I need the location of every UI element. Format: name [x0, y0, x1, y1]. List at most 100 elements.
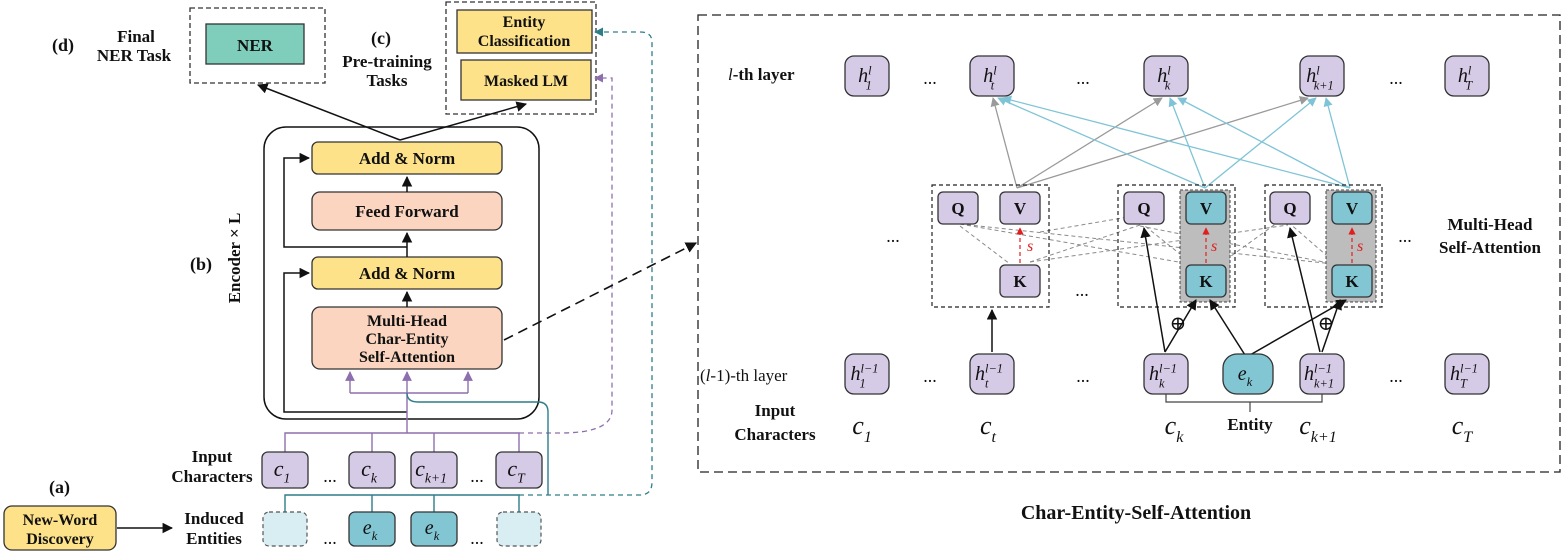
induced-entity-placeholder-right [496, 511, 542, 547]
new-word-discovery-box [3, 505, 117, 551]
right-char-label-3: ck+1 [1299, 411, 1337, 446]
bottom-node-box-1 [969, 353, 1015, 395]
arrow-v1-to-hk1 [1016, 96, 1309, 189]
ellipsis-top-3: ... [1389, 68, 1403, 88]
left-char-box-2 [410, 451, 458, 489]
ellipsis-heads-left: ... [886, 226, 900, 246]
new-word-discovery-line1: New-Word [23, 512, 98, 529]
right-char-label-1: ct [980, 411, 997, 446]
ellipsis-heads-right: ... [1398, 226, 1412, 246]
final-ner-label-line2: NER Task [97, 46, 172, 65]
attention-label-line1: Multi-Head [367, 313, 447, 330]
top-node-box-4 [1444, 55, 1490, 97]
bottom-node-box-5 [1444, 353, 1490, 395]
left-char-box-0 [261, 451, 309, 489]
input-characters-line2: Characters [171, 467, 253, 486]
ellipsis-entities-1: ... [323, 528, 337, 548]
final-ner-dashed-box [189, 7, 326, 84]
residual-connection-bottom [283, 267, 407, 413]
feed-forward-label: Feed Forward [355, 202, 459, 221]
left-panel: (d) Final NER Task NER (c) Pre-training … [3, 1, 653, 551]
arrow-v2-to-ht [997, 97, 1206, 189]
arrow-v3-to-hk [1177, 97, 1351, 189]
label-c: (c) [371, 28, 391, 49]
ellipsis-bottom-1: ... [923, 366, 937, 386]
head-group-t [931, 184, 1050, 308]
induced-entities-line1: Induced [184, 509, 244, 528]
left-char-label-2: ck+1 [415, 456, 447, 486]
attention-label-line3: Self-Attention [359, 349, 455, 366]
figure-caption: Char-Entity-Self-Attention [1021, 502, 1251, 524]
label-a: (a) [49, 477, 70, 498]
k-label-k: K [1199, 272, 1213, 291]
induced-entity-box-0 [348, 511, 396, 547]
add-norm-top-label: Add & Norm [359, 149, 455, 168]
arrow-hk1-to-q [1287, 226, 1321, 353]
input-characters-line1: Input [192, 447, 233, 466]
left-char-box-3 [495, 451, 543, 489]
k-label-t: K [1013, 272, 1027, 291]
ellipsis-top-2: ... [1076, 68, 1090, 88]
v-label-k1: V [1346, 199, 1359, 218]
s-label-k: s [1211, 238, 1217, 255]
oplus-symbol-k1: ⊕ [1318, 313, 1335, 335]
masked-lm-label: Masked LM [484, 73, 568, 90]
arrow-v3-to-ht [1002, 95, 1351, 189]
add-norm-bottom-label: Add & Norm [359, 264, 455, 283]
arrow-to-ner [257, 83, 401, 141]
right-input-characters-line1: Input [755, 401, 796, 420]
arrow-to-masked-lm [399, 101, 528, 141]
right-char-label-2: ck [1165, 411, 1185, 446]
q-label-k1: Q [1283, 199, 1296, 218]
purple-dashed-to-masked-lm [519, 73, 613, 434]
arrow-v2-to-hk1 [1204, 97, 1317, 189]
arrow-v2-to-hk [1168, 97, 1206, 189]
dash-q1-k1 [959, 225, 1011, 265]
ellipsis-heads-mid: ... [1075, 280, 1089, 300]
attention-label-line2: Char-Entity [366, 331, 449, 348]
dash-k1-q2 [1029, 224, 1141, 263]
attention-arrows [990, 95, 1351, 189]
dash-v1-q2 [1039, 214, 1141, 233]
purple-char-bus [284, 432, 520, 452]
ellipsis-chars-1: ... [323, 466, 337, 486]
oplus-symbol-k: ⊕ [1170, 313, 1187, 335]
label-b: (b) [190, 254, 212, 275]
label-d: (d) [52, 35, 74, 56]
induced-entity-label-1: ek [425, 517, 440, 543]
left-char-box-1 [348, 451, 396, 489]
q-label-t: Q [951, 199, 964, 218]
k-box-t [999, 264, 1041, 298]
dash-q2-k3 [1139, 225, 1335, 265]
multi-head-self-attention-line2: Self-Attention [1439, 238, 1542, 257]
encoder-times-l-label: Encoder × L [225, 213, 244, 304]
induced-entity-box-1 [410, 511, 458, 547]
head-group-k1 [1264, 184, 1383, 308]
ellipsis-top-1: ... [923, 68, 937, 88]
right-char-label-4: cT [1452, 411, 1474, 446]
arrow-hk1-to-k [1321, 299, 1342, 353]
s-label-t: s [1027, 238, 1033, 255]
q-box-t [937, 191, 979, 225]
head-group-k [1117, 184, 1236, 308]
entity-bracket [1165, 394, 1323, 403]
prev-layer-label: (l-1)-th layer [700, 366, 788, 385]
ner-box [205, 23, 305, 65]
add-norm-top-box [311, 141, 503, 175]
lth-layer-label: l-th layer [728, 65, 795, 84]
v-box-t [999, 191, 1041, 225]
entity-classification-line1: Entity [503, 14, 546, 31]
right-panel: l-th layer (l-1)-th layer Input Characte… [697, 14, 1561, 473]
teal-line-to-attention [406, 392, 549, 495]
top-node-box-0 [844, 55, 890, 97]
s-label-k1: s [1357, 238, 1363, 255]
ellipsis-bottom-3: ... [1389, 366, 1403, 386]
bottom-node-label-3: ek [1238, 363, 1253, 389]
